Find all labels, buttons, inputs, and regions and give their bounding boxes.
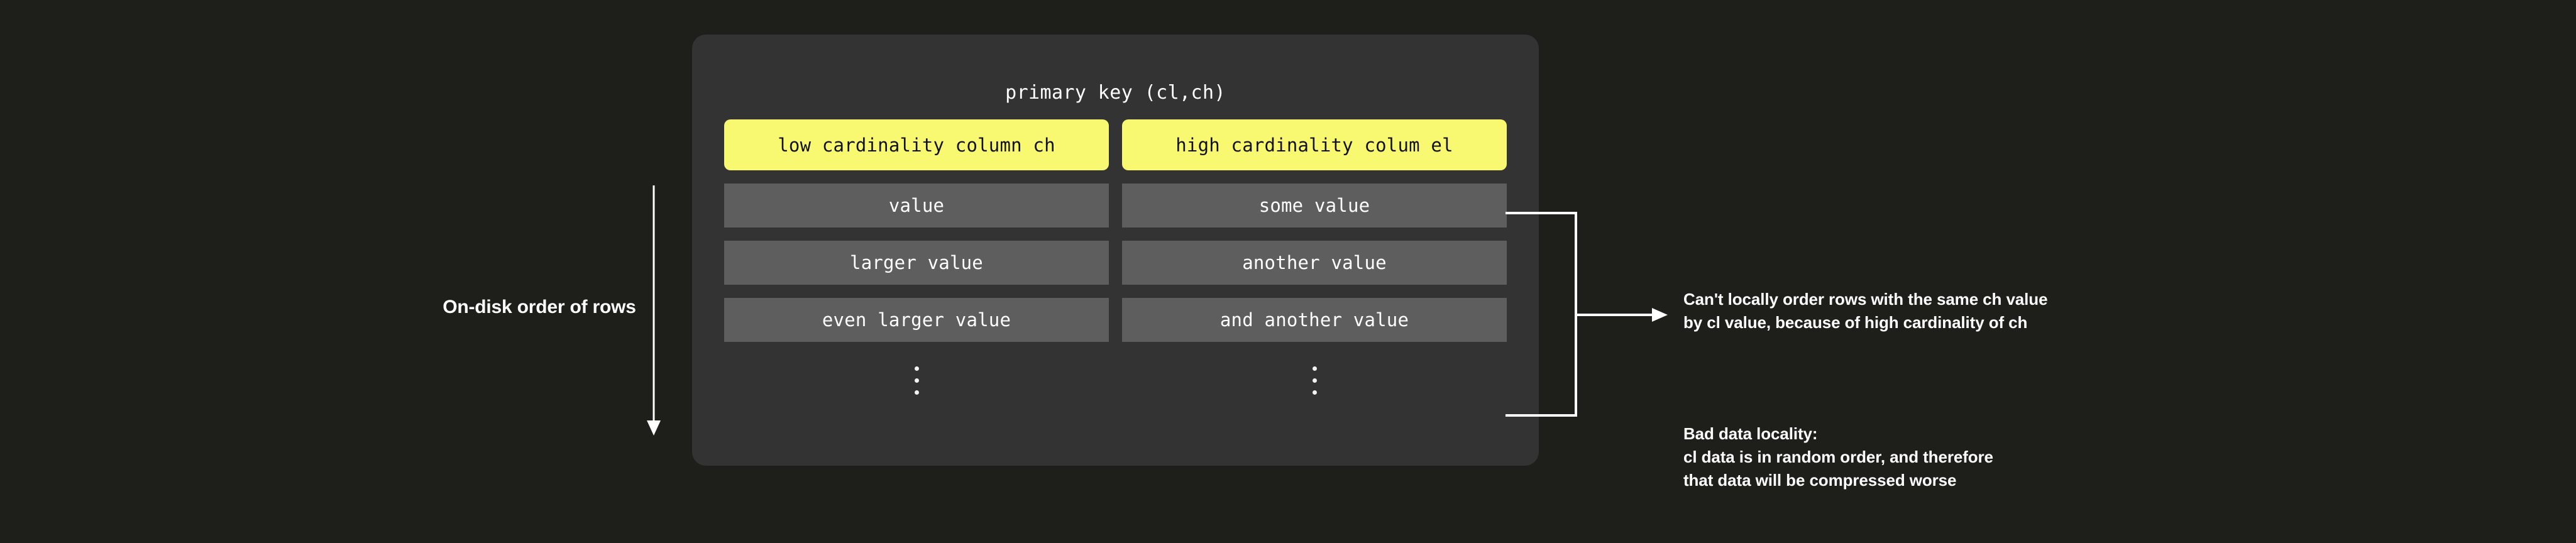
column-high-cardinality: high cardinality colum el some value ano… (1122, 119, 1507, 405)
page-title: primary key (cl,ch) (1005, 82, 1226, 104)
column-low-cardinality: low cardinality column ch value larger v… (724, 119, 1109, 405)
column-header-chip-ch[interactable]: high cardinality colum el (1122, 119, 1507, 170)
table-row: larger value (724, 241, 1109, 285)
table-row: even larger value (724, 298, 1109, 342)
vertical-ellipsis-icon (724, 355, 1109, 405)
column-header-chip-cl[interactable]: low cardinality column ch (724, 119, 1109, 170)
table-row: some value (1122, 184, 1507, 228)
columns-container: low cardinality column ch value larger v… (724, 119, 1507, 405)
arrow-down-icon (641, 185, 666, 437)
bracket-arrow-right-icon (1499, 204, 1675, 424)
note-data-locality: Bad data locality: cl data is in random … (1683, 424, 1993, 490)
table-row: another value (1122, 241, 1507, 285)
table-row: value (724, 184, 1109, 228)
on-disk-order-label: On-disk order of rows (443, 297, 636, 317)
note-order-limitation: Can't locally order rows with the same c… (1683, 290, 2048, 332)
vertical-ellipsis-icon (1122, 355, 1507, 405)
table-row: and another value (1122, 298, 1507, 342)
primary-key-card: primary key (cl,ch) low cardinality colu… (692, 35, 1539, 466)
